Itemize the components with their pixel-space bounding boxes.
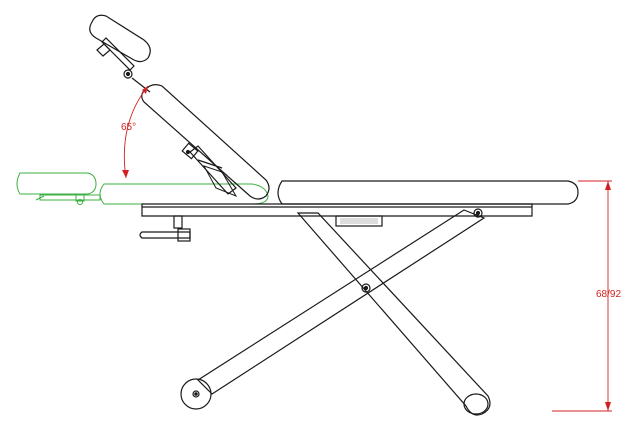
- angle-label: 65°: [121, 122, 137, 133]
- height-dimension-label: 68/92: [596, 289, 622, 300]
- reclined-headrest-clamp: [75, 193, 85, 202]
- center-pivot: [361, 283, 371, 293]
- gas-spring: [189, 145, 237, 195]
- tilted-headrest: [89, 14, 151, 63]
- leg-cross: [197, 209, 486, 395]
- wheel: [180, 378, 212, 410]
- dimensions: [122, 85, 612, 412]
- reclined-position-outline: [16, 172, 269, 205]
- reclined-headrest-bracket: [39, 194, 101, 201]
- headrest-knob: [123, 69, 133, 79]
- main-cushion: [277, 180, 579, 205]
- rail-bolt: [473, 208, 483, 218]
- reclined-headrest: [16, 172, 97, 195]
- foot-cap: [463, 393, 489, 415]
- leg-long: [296, 212, 491, 416]
- angle-arc: [123, 85, 149, 179]
- tilted-backrest: [141, 84, 270, 200]
- table-structure: [89, 14, 579, 416]
- reclined-backrest: [99, 183, 269, 205]
- reclined-clamp-knob: [77, 199, 83, 205]
- frame-rail: [141, 203, 533, 217]
- headrest-bracket: [101, 37, 135, 71]
- control-box: [335, 215, 383, 227]
- release-lever: [139, 231, 191, 239]
